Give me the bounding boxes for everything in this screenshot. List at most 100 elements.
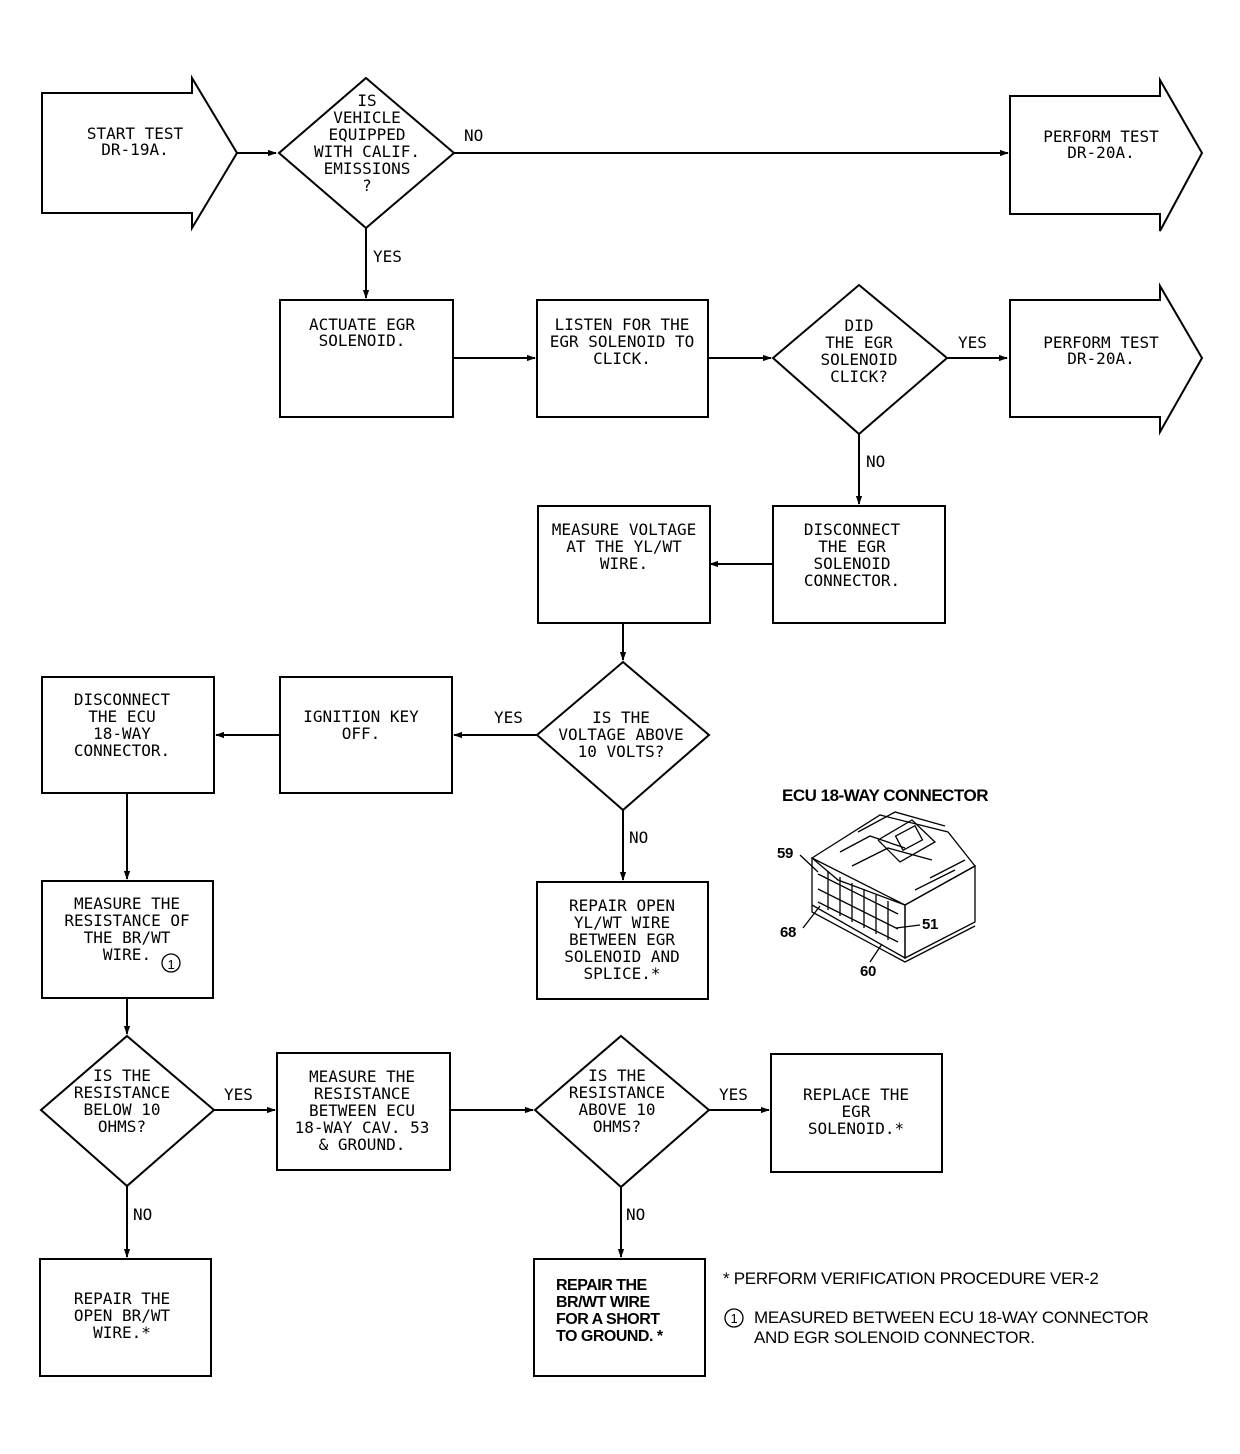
node-repair-yl-text-line: REPAIR OPEN xyxy=(569,896,675,915)
node-measure-res-text-line: MEASURE THE xyxy=(74,894,180,913)
node-q-calif-text-line: EMISSIONS xyxy=(324,159,411,178)
node-start-text-line: DR-19A. xyxy=(101,140,168,159)
node-perform2-text-line: DR-20A. xyxy=(1067,349,1134,368)
node-perform1-text-line: PERFORM TEST xyxy=(1043,127,1159,146)
node-repair-short-text-line: BR/WT WIRE xyxy=(556,1294,650,1311)
node-measure-voltage-text-line: AT THE YL/WT xyxy=(566,537,682,556)
node-measure-cav-text-line: MEASURE THE xyxy=(309,1067,415,1086)
label-calif-yes: YES xyxy=(373,247,402,266)
node-q-click-text-line: SOLENOID xyxy=(820,350,897,369)
notes: * PERFORM VERIFICATION PROCEDURE VER-2 1… xyxy=(723,1269,1149,1347)
node-replace-text-line: SOLENOID.* xyxy=(808,1119,904,1138)
pin-68-label: 68 xyxy=(780,924,796,941)
node-disconnect-egr-text-line: CONNECTOR. xyxy=(804,571,900,590)
node-measure-voltage-text-line: WIRE. xyxy=(600,554,648,573)
label-calif-no: NO xyxy=(464,126,483,145)
note-measured-line2: AND EGR SOLENOID CONNECTOR. xyxy=(754,1328,1035,1347)
label-click-no: NO xyxy=(866,452,885,471)
label-above-no: NO xyxy=(626,1205,645,1224)
pin-59-leader xyxy=(799,854,819,873)
node-q-click-text-line: THE EGR xyxy=(825,333,893,352)
node-replace-text-line: EGR xyxy=(842,1102,871,1121)
edge-labels: NO YES YES NO YES NO YES NO YES NO xyxy=(133,126,987,1224)
node-disconnect-ecu-text-line: THE ECU xyxy=(88,707,155,726)
node-measure-cav-text-line: & GROUND. xyxy=(319,1135,406,1154)
node-disconnect-ecu-text-line: DISCONNECT xyxy=(74,690,171,709)
footnote-marker-icon xyxy=(161,953,181,973)
node-q-calif-text-line: WITH CALIF. xyxy=(314,142,420,161)
connector-lines xyxy=(123,149,1009,1258)
connector-drawing xyxy=(810,811,976,963)
node-repair-yl-text-line: YL/WT WIRE xyxy=(574,913,670,932)
note-marker-icon xyxy=(724,1308,744,1328)
note-verification: * PERFORM VERIFICATION PROCEDURE VER-2 xyxy=(723,1269,1099,1288)
connector-title: ECU 18-WAY CONNECTOR xyxy=(782,786,988,805)
node-repair-yl-text-line: SOLENOID AND xyxy=(564,947,680,966)
node-q-click-text-line: DID xyxy=(845,316,874,335)
node-disconnect-egr-text-line: THE EGR xyxy=(818,537,886,556)
node-repair-short-text-line: TO GROUND. * xyxy=(556,1328,664,1345)
label-voltage-no: NO xyxy=(629,828,648,847)
node-q-res-below-text-line: RESISTANCE xyxy=(74,1083,170,1102)
node-q-calif-text-line: VEHICLE xyxy=(333,108,400,127)
node-q-res-above-text-line: RESISTANCE xyxy=(569,1083,665,1102)
node-repair-short-text-line: REPAIR THE xyxy=(556,1277,648,1294)
node-disconnect-egr-text-line: SOLENOID xyxy=(813,554,890,573)
node-q-res-above-text-line: IS THE xyxy=(588,1066,646,1085)
node-measure-cav-text-line: 18-WAY CAV. 53 xyxy=(295,1118,430,1137)
node-q-voltage-text-line: VOLTAGE ABOVE xyxy=(558,725,683,744)
node-q-res-below-text-line: BELOW 10 xyxy=(83,1100,160,1119)
node-ignition-text-line: OFF. xyxy=(342,724,381,743)
pin-60-label: 60 xyxy=(860,963,876,980)
node-ignition-text-line: IGNITION KEY xyxy=(303,707,419,726)
node-measure-cav-text-line: RESISTANCE xyxy=(314,1084,410,1103)
node-q-click-text-line: CLICK? xyxy=(830,367,888,386)
node-measure-voltage-text-line: MEASURE VOLTAGE xyxy=(552,520,697,539)
node-q-calif-text-line: IS xyxy=(357,91,376,110)
node-measure-res-text-line: THE BR/WT xyxy=(84,928,171,947)
node-listen-text-line: EGR SOLENOID TO xyxy=(550,332,695,351)
note-measured-line1: MEASURED BETWEEN ECU 18-WAY CONNECTOR xyxy=(754,1308,1148,1327)
node-disconnect-ecu-text-line: 18-WAY xyxy=(93,724,151,743)
node-perform2-text-line: PERFORM TEST xyxy=(1043,333,1159,352)
pin-60-leader xyxy=(869,943,883,963)
node-q-voltage-text-line: 10 VOLTS? xyxy=(578,742,665,761)
node-q-voltage-text-line: IS THE xyxy=(592,708,650,727)
node-q-res-above-text-line: ABOVE 10 xyxy=(578,1100,655,1119)
node-listen-text-line: CLICK. xyxy=(593,349,651,368)
node-repair-short-text-line: FOR A SHORT xyxy=(556,1311,660,1328)
pin-68-leader xyxy=(802,905,821,929)
node-measure-cav-text-line: BETWEEN ECU xyxy=(309,1101,415,1120)
label-voltage-yes: YES xyxy=(494,708,523,727)
node-measure-res-text-line: RESISTANCE OF xyxy=(64,911,189,930)
node-repair-open-text-line: REPAIR THE xyxy=(74,1289,170,1308)
